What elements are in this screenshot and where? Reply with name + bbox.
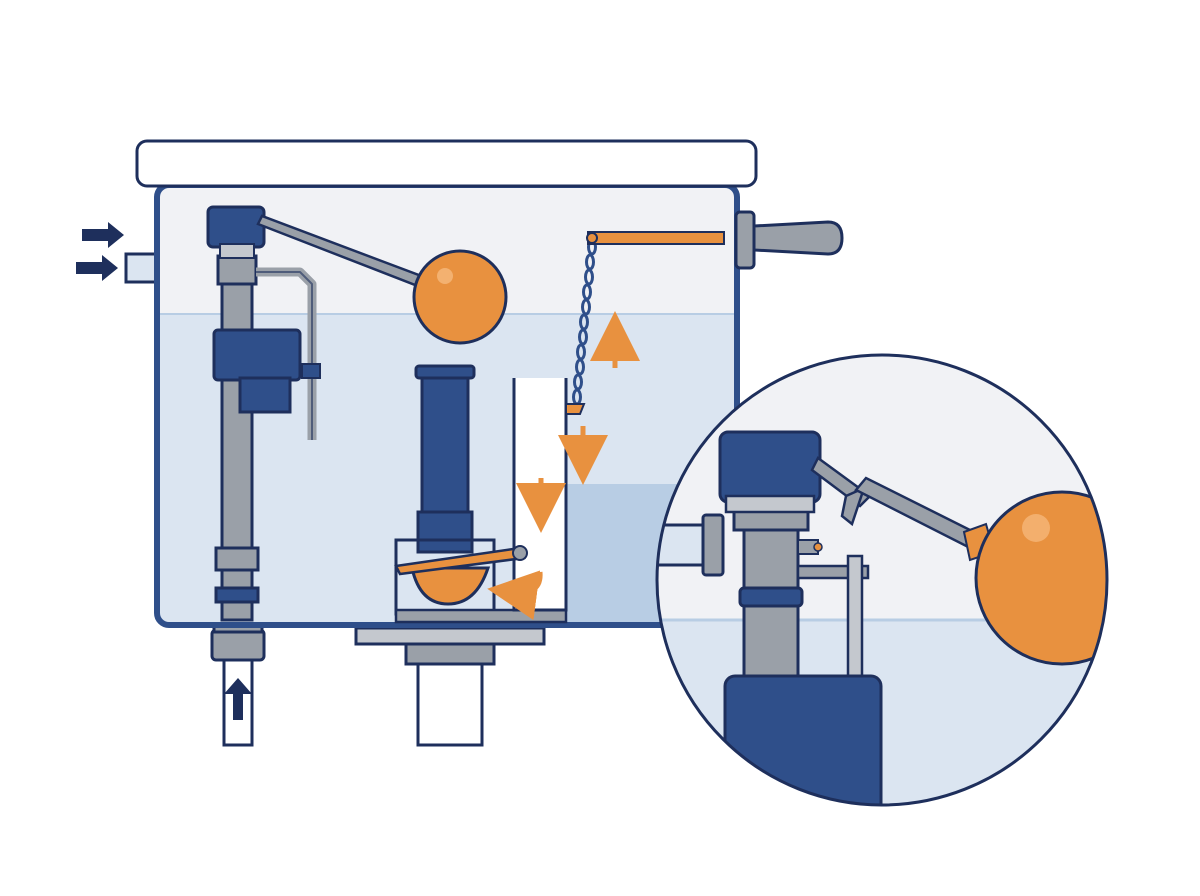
float-ball: [412, 249, 508, 345]
trip-lever: [586, 231, 725, 245]
fill-valve-detail-inset: [655, 353, 1109, 807]
inlet-arrow-top: [82, 222, 124, 248]
fill-valve: [206, 205, 302, 622]
flapper-flow-arrow: [487, 570, 543, 621]
flush-handle: [734, 210, 844, 270]
supply-arrow: [224, 678, 252, 720]
flush-valve-drain: [354, 626, 546, 747]
flapper: [394, 545, 528, 606]
tank-lid: [135, 139, 758, 188]
inlet-arrow-bottom: [76, 255, 118, 281]
